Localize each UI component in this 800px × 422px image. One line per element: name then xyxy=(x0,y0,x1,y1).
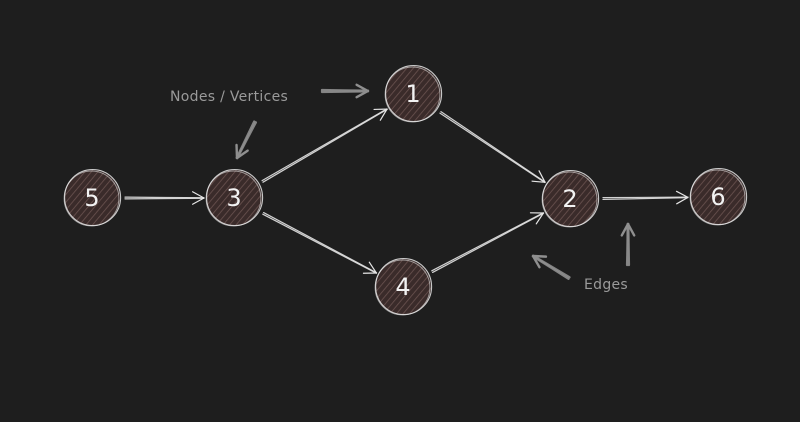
annotations-layer: Nodes / Vertices Edges xyxy=(170,83,636,293)
edges-annotation-arrow-up xyxy=(620,222,636,267)
node-1-label: 1 xyxy=(405,80,420,108)
edge-2-6 xyxy=(602,190,689,205)
node-2: 2 xyxy=(541,170,600,228)
edge-3-4 xyxy=(262,211,378,274)
edge-4-2 xyxy=(431,212,545,274)
node-4-label: 4 xyxy=(395,273,410,301)
nodes-layer: 5 3 1 4 2 6 xyxy=(63,65,748,316)
node-5-label: 5 xyxy=(84,184,99,212)
edge-1-2 xyxy=(439,110,546,184)
node-3-label: 3 xyxy=(226,184,241,212)
edge-3-1 xyxy=(261,108,388,183)
node-4: 4 xyxy=(374,258,433,316)
edges-layer xyxy=(124,108,689,274)
node-3: 3 xyxy=(205,169,264,227)
node-1: 1 xyxy=(384,65,443,123)
edge-5-3 xyxy=(124,191,205,205)
edges-annotation: Edges xyxy=(584,277,628,293)
node-6: 6 xyxy=(689,168,748,226)
node-5: 5 xyxy=(63,169,122,227)
node-6-label: 6 xyxy=(710,183,725,211)
nodes-annotation-arrow-down xyxy=(235,120,258,160)
edges-annotation-arrow-left xyxy=(531,254,571,280)
nodes-annotation-arrow-right xyxy=(320,83,370,99)
node-2-label: 2 xyxy=(562,185,577,213)
nodes-vertices-annotation: Nodes / Vertices xyxy=(170,89,288,105)
